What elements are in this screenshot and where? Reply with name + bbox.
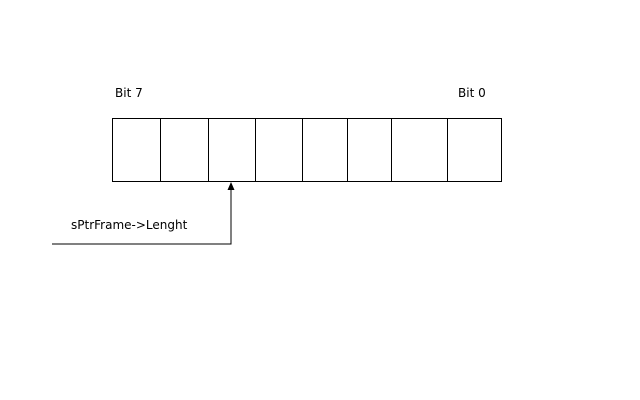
arrow-head-icon	[227, 182, 235, 190]
cell-divider	[391, 119, 392, 181]
byte-register	[112, 118, 502, 182]
cell-divider	[447, 119, 448, 181]
cell-divider	[208, 119, 209, 181]
pointer-line	[52, 189, 232, 245]
cell-divider	[302, 119, 303, 181]
msb-label: Bit 7	[115, 86, 143, 100]
cell-divider	[347, 119, 348, 181]
pointer-label: sPtrFrame->Lenght	[71, 218, 188, 232]
cell-divider	[160, 119, 161, 181]
cell-divider	[255, 119, 256, 181]
lsb-label: Bit 0	[458, 86, 486, 100]
